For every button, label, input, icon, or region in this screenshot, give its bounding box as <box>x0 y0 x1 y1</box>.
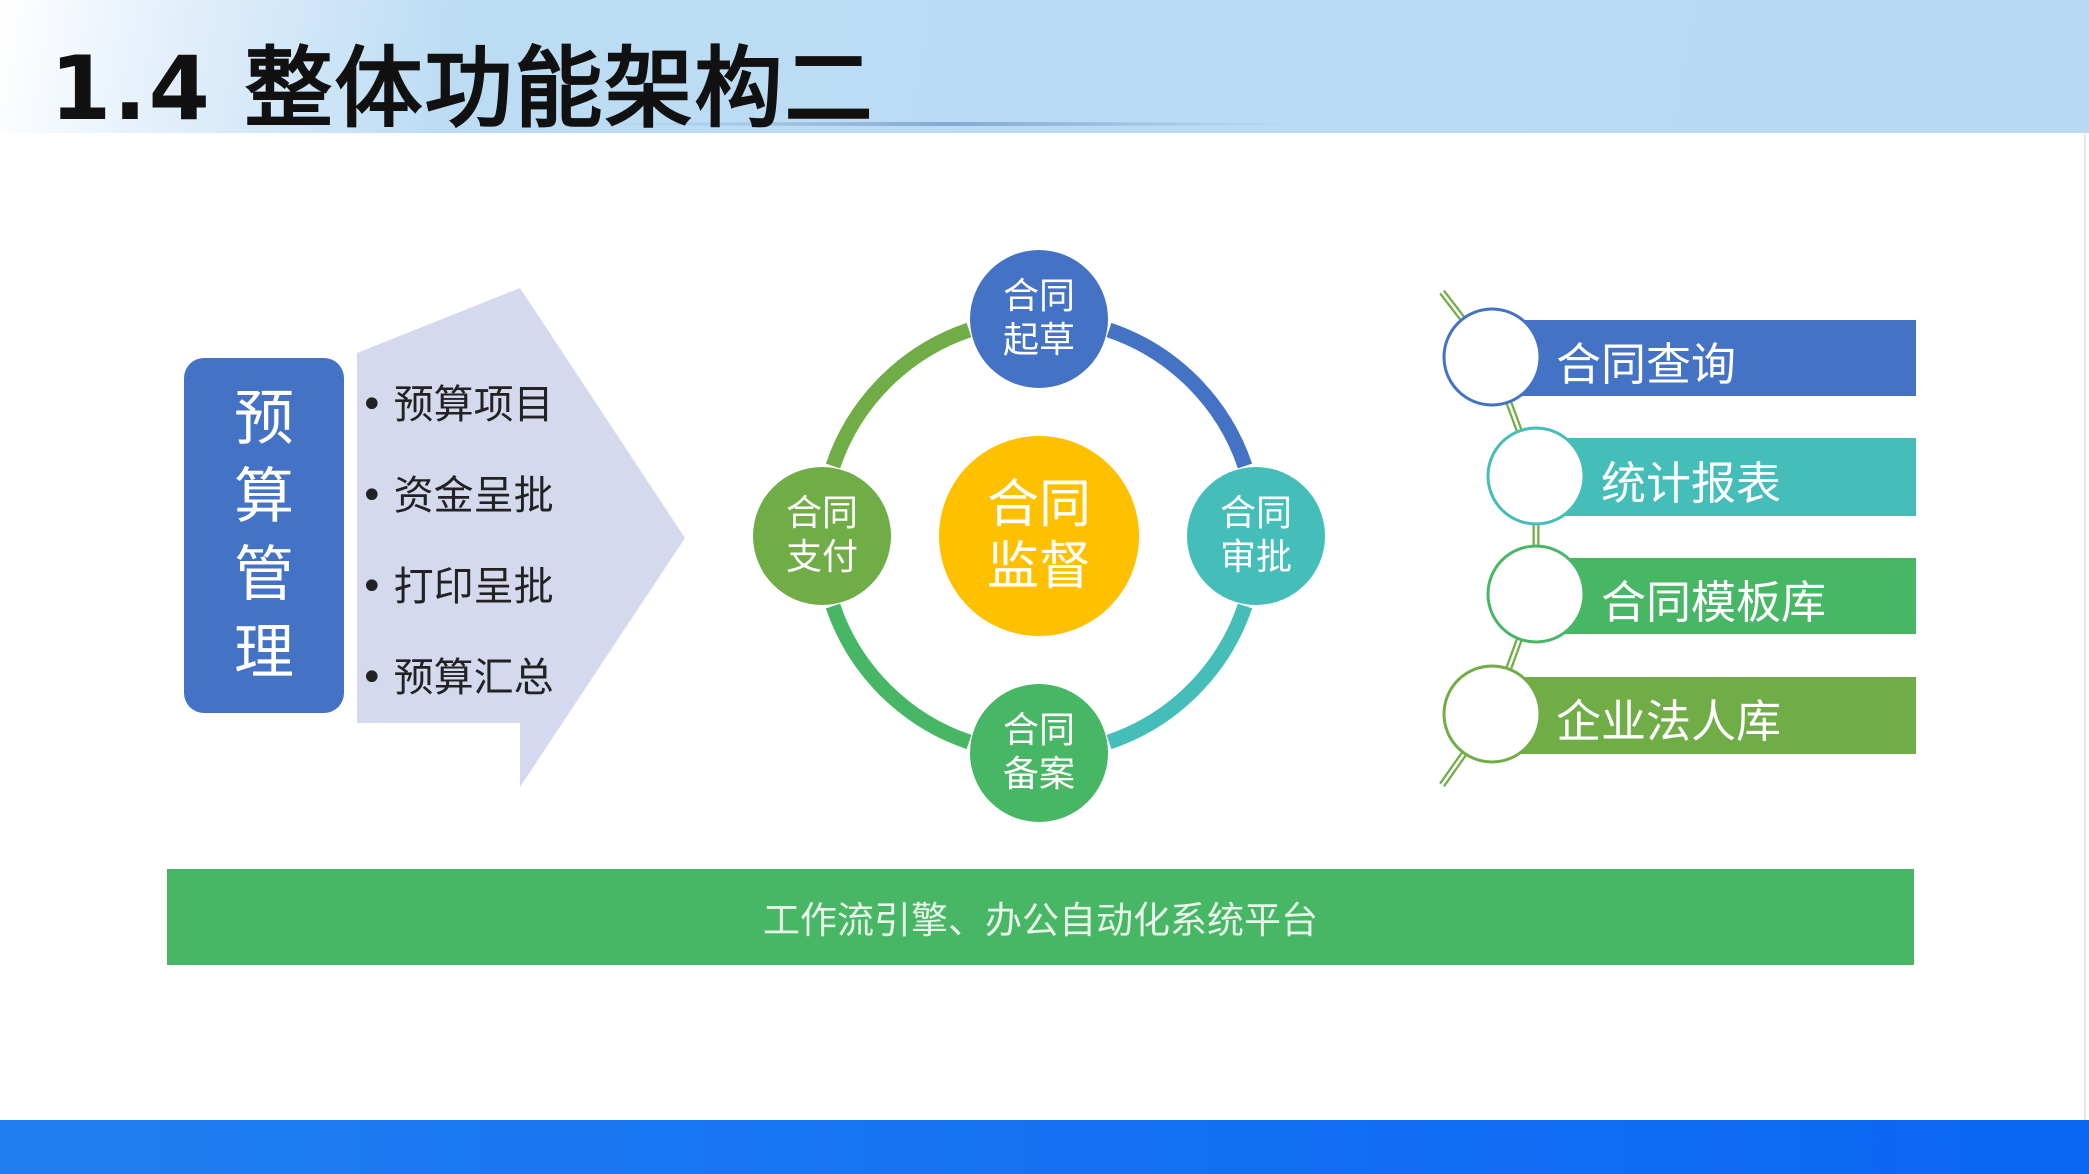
node-approve-label: 合同审批 <box>1186 492 1326 580</box>
arc-top-right <box>1106 322 1253 469</box>
node-supervise-label: 合同监督 <box>939 474 1139 598</box>
arc-bottom-right <box>1106 603 1253 750</box>
header-decor-line <box>600 122 1300 126</box>
node-draft-label: 合同起草 <box>969 275 1109 363</box>
bar-template <box>1536 558 1916 634</box>
budget-items-list: 预算项目 资金呈批 打印呈批 预算汇总 <box>360 372 554 736</box>
circle-query <box>1442 307 1542 407</box>
feature-legal: 企业法人库 <box>1556 695 1782 748</box>
node-approve-line: 合同 <box>1219 493 1292 534</box>
node-supervise-line: 合同 <box>986 475 1091 535</box>
footer-bar <box>0 1120 2089 1174</box>
budget-title-char: 管 <box>234 539 294 610</box>
bar-legal <box>1492 677 1916 754</box>
budget-item: 资金呈批 <box>360 463 554 554</box>
budget-title-char: 算 <box>234 461 294 532</box>
node-record-label: 合同备案 <box>969 709 1109 797</box>
budget-title-char: 理 <box>234 617 294 688</box>
divider <box>2084 133 2086 1120</box>
feature-template: 合同模板库 <box>1601 576 1827 629</box>
node-supervise <box>939 436 1139 636</box>
node-pay-line: 合同 <box>785 493 858 534</box>
budget-title-char: 预 <box>234 383 294 454</box>
node-pay-label: 合同支付 <box>752 492 892 580</box>
budget-item: 打印呈批 <box>360 554 554 645</box>
feature-stats: 统计报表 <box>1601 457 1782 510</box>
header-banner <box>0 0 2089 133</box>
budget-item: 预算项目 <box>360 372 554 463</box>
node-record <box>970 684 1108 822</box>
contract-cycle-diagram: 合同起草 合同审批 合同备案 合同支付 合同监督 <box>740 240 1340 840</box>
circle-stats <box>1486 426 1586 526</box>
budget-management-box: 预 算 管 理 <box>184 358 344 713</box>
circle-template <box>1486 544 1586 644</box>
node-draft-line: 起草 <box>1002 320 1075 361</box>
node-draft <box>970 250 1108 388</box>
platform-bar: 工作流引擎、办公自动化系统平台 <box>167 869 1914 965</box>
bar-stats <box>1536 438 1916 516</box>
circle-legal <box>1442 664 1542 764</box>
page-title: 1.4 整体功能架构二 <box>50 37 875 140</box>
node-approve-line: 审批 <box>1219 537 1292 578</box>
feature-query: 合同查询 <box>1556 338 1737 391</box>
node-approve <box>1187 467 1325 605</box>
bar-query <box>1492 320 1916 396</box>
node-pay <box>753 467 891 605</box>
arc-bottom-left <box>825 603 972 750</box>
node-pay-line: 支付 <box>785 537 858 578</box>
arc-top-left <box>825 322 972 469</box>
node-draft-line: 合同 <box>1002 276 1075 317</box>
budget-item: 预算汇总 <box>360 645 554 736</box>
feature-list: 合同查询 统计报表 合同模板库 企业法人库 <box>1430 280 1930 800</box>
node-record-line: 备案 <box>1002 754 1075 795</box>
node-record-line: 合同 <box>1002 710 1075 751</box>
node-supervise-line: 监督 <box>986 537 1091 597</box>
